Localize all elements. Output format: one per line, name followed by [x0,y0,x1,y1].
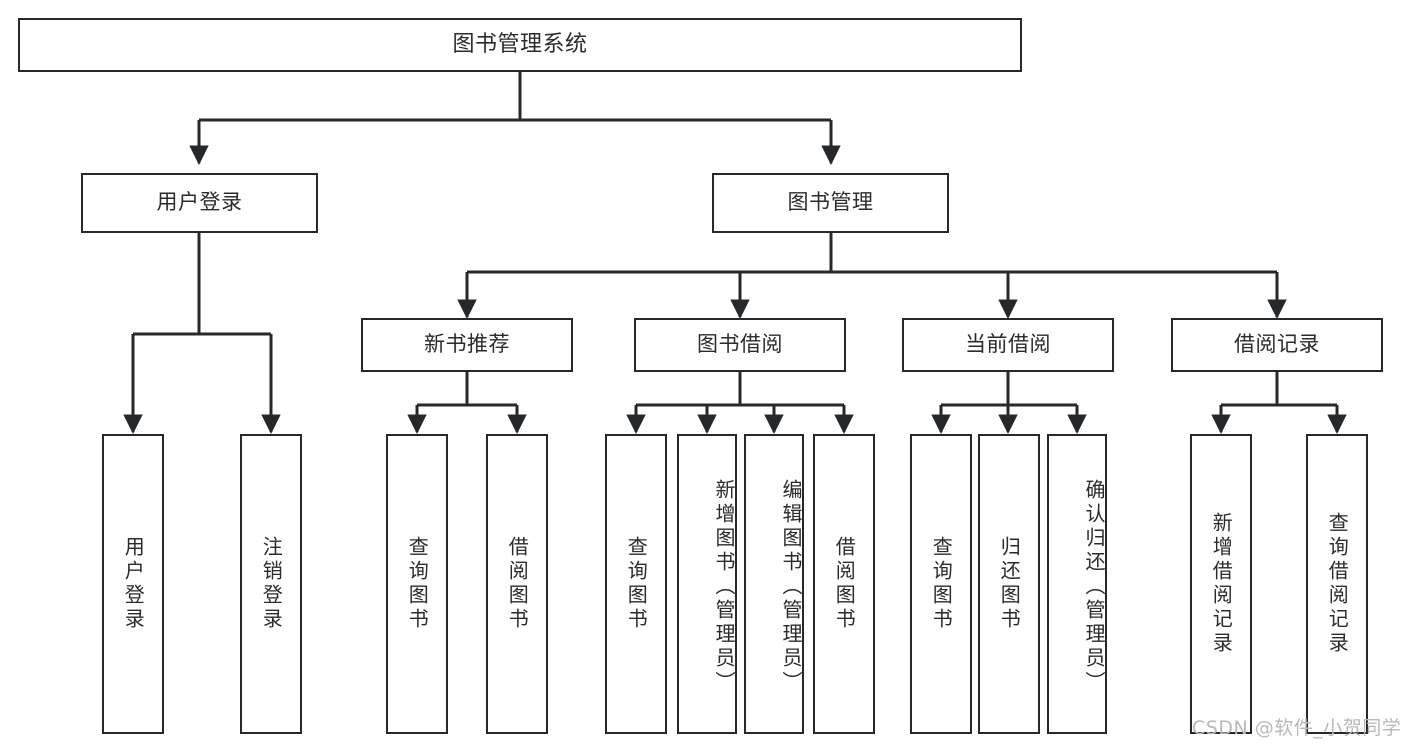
node-user-login[interactable]: 用户登录 [81,173,318,233]
node-book-management[interactable]: 图书管理 [712,173,949,233]
leaf-borrow-books[interactable]: 借阅图书 [813,434,875,734]
leaf-edit-book-admin[interactable]: 编辑图书（管理员） [744,434,804,734]
node-root[interactable]: 图书管理系统 [18,18,1022,72]
leaf-query-borrow-record[interactable]: 查询借阅记录 [1306,434,1368,734]
leaf-query-books-current[interactable]: 查询图书 [910,434,972,734]
leaf-borrow-books-recommend[interactable]: 借阅图书 [486,434,548,734]
leaf-logout[interactable]: 注销登录 [240,434,302,734]
leaf-query-books-recommend[interactable]: 查询图书 [386,434,448,734]
leaf-return-books[interactable]: 归还图书 [978,434,1040,734]
leaf-add-borrow-record[interactable]: 新增借阅记录 [1190,434,1252,734]
leaf-add-book-admin[interactable]: 新增图书（管理员） [677,434,737,734]
node-current-borrow[interactable]: 当前借阅 [902,318,1114,372]
node-borrow-record[interactable]: 借阅记录 [1171,318,1383,372]
leaf-user-login[interactable]: 用户登录 [102,434,164,734]
node-book-borrow[interactable]: 图书借阅 [634,318,846,372]
node-new-book-recommend[interactable]: 新书推荐 [361,318,573,372]
leaf-confirm-return-admin[interactable]: 确认归还（管理员） [1047,434,1107,734]
leaf-query-books-borrow[interactable]: 查询图书 [605,434,667,734]
csdn-watermark: CSDN @软件_小贺同学 [1192,717,1402,739]
